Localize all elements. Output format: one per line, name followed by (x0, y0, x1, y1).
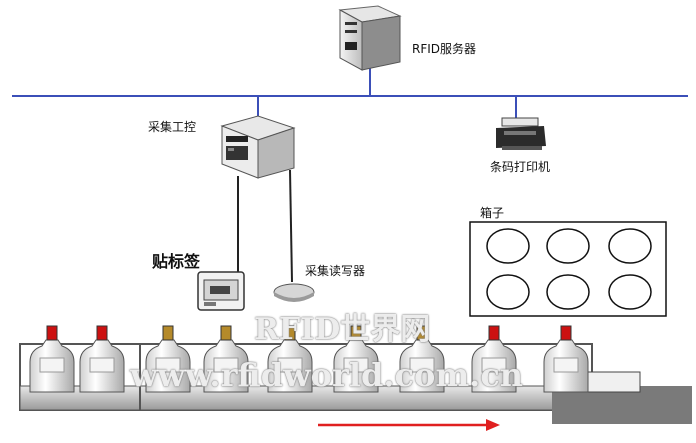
box-label: 箱子 (480, 206, 505, 220)
tag-station-label: 贴标签 (152, 252, 201, 271)
bottle (79, 325, 125, 393)
watermark-url: www.rfidworld.com.cn (130, 356, 524, 394)
printer-icon (496, 117, 546, 150)
tag-printer-icon (197, 271, 245, 311)
watermark-title: RFID世界网 (254, 312, 431, 347)
controller-icon (220, 115, 296, 179)
reader-label: 采集读写器 (305, 264, 366, 278)
printer-label: 条码打印机 (490, 160, 551, 174)
bottle (145, 325, 191, 393)
bottle (333, 325, 379, 393)
box-container (469, 221, 667, 317)
bottle-group (29, 325, 589, 393)
bottle (543, 325, 589, 393)
bottle (267, 325, 313, 393)
controller-to-reader-cable (289, 169, 293, 283)
controller-label: 采集工控 (148, 120, 197, 134)
direction-arrow (318, 419, 500, 431)
bottle (399, 325, 445, 393)
server-icon (338, 5, 402, 71)
reader-antenna-icon (273, 283, 315, 302)
bottle (29, 325, 75, 393)
server-label: RFID服务器 (412, 42, 477, 56)
bottle (203, 325, 249, 393)
bottle (471, 325, 517, 393)
